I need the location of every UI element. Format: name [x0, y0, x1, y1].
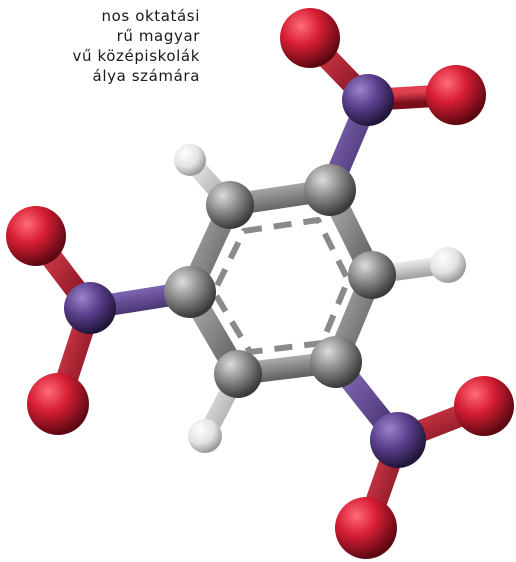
carbon-atom-3 [348, 251, 396, 299]
hydrogen-atom-bottom [188, 419, 222, 453]
oxygen-atom-left-top [6, 206, 66, 266]
text-line-3: vű középiskolák [72, 47, 200, 65]
nitrogen-atom-bottom [370, 412, 426, 468]
hydrogen-atom-top [174, 144, 206, 176]
aromatic-ring-dashes [211, 217, 351, 355]
oxygen-atom-bottom-left [335, 497, 397, 559]
carbon-atom-6 [164, 266, 216, 318]
carbon-atom-2 [304, 164, 356, 216]
text-fragment: nos oktatási rű magyar vű középiskolák á… [0, 6, 200, 86]
carbon-atom-5 [214, 350, 262, 398]
oxygen-atom-top-right [426, 65, 486, 125]
oxygen-atom-left-bottom [27, 373, 89, 435]
text-line-2: rű magyar [116, 27, 200, 45]
carbon-atom-4 [310, 336, 362, 388]
hydrogen-atom-right [430, 247, 466, 283]
oxygen-atom-bottom-right [454, 376, 514, 436]
nitrogen-atom-left [64, 282, 116, 334]
oxygen-atom-top-left [280, 8, 340, 68]
text-line-1: nos oktatási [101, 7, 200, 25]
nitrogen-atom-top [342, 74, 394, 126]
carbon-atom-1 [206, 181, 254, 229]
text-line-4: álya számára [92, 67, 200, 85]
